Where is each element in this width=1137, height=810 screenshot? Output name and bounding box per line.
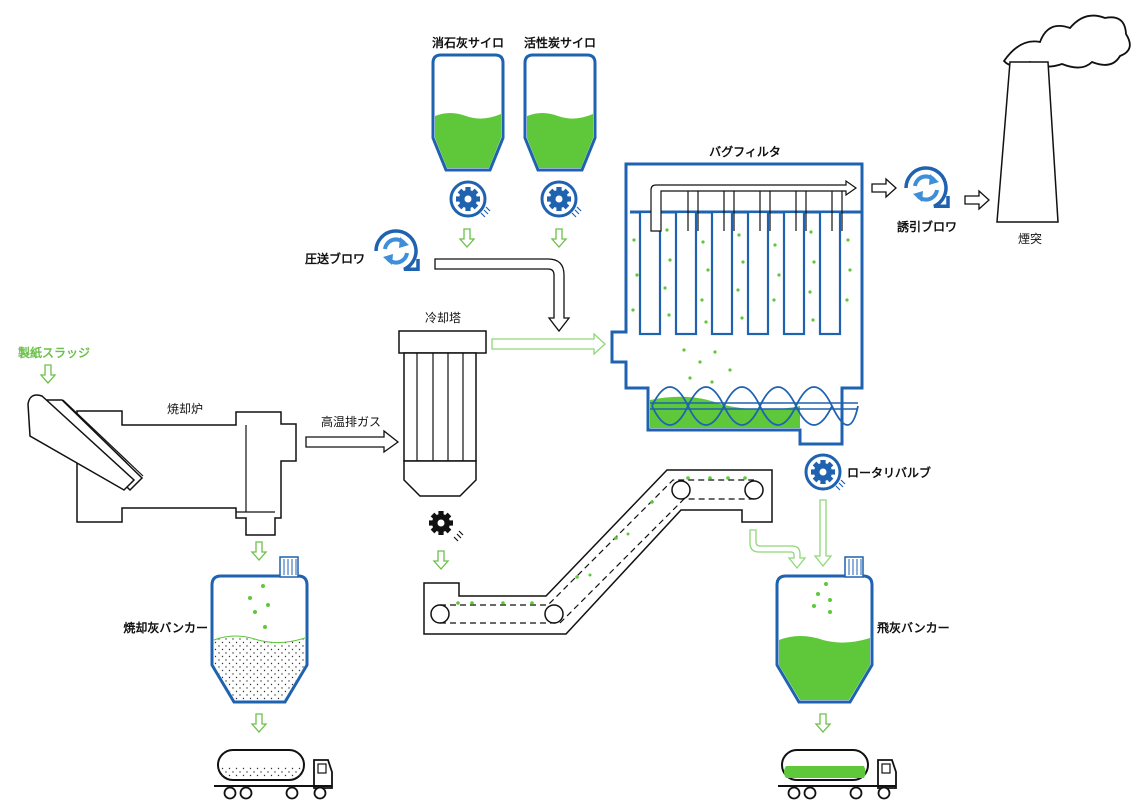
lime-silo-label: 消石灰サイロ <box>432 35 504 50</box>
fly-ash-bunker-outlet-arrow <box>815 713 831 733</box>
ash-bunker-label: 焼却灰バンカー <box>123 620 208 635</box>
bag-filter <box>610 162 864 446</box>
carbon-feed-arrow <box>551 228 567 248</box>
fly-ash-bunker-label: 飛灰バンカー <box>876 620 950 635</box>
cooling-tower <box>398 330 487 497</box>
rotary-valve-outlet-arrow <box>813 499 833 568</box>
cooling-tower-label: 冷却塔 <box>425 311 461 325</box>
chimney <box>996 14 1131 223</box>
pressure-blower-label: 圧送ブロワ <box>305 251 365 266</box>
incinerator-label: 焼却炉 <box>167 402 203 416</box>
rotary-valve-label: ロータリバルブ <box>847 465 931 480</box>
rotary-valve-gear-icon <box>804 453 847 492</box>
conveyor-to-bunker-arrow <box>749 529 807 570</box>
fly-ash-bunker <box>775 556 874 704</box>
sludge-label: 製紙スラッジ <box>17 345 90 360</box>
incinerator <box>27 394 297 536</box>
filter-outlet-arrow <box>871 177 897 199</box>
carbon-feeder-gear-icon <box>540 180 583 219</box>
hot-gas-arrow <box>305 429 400 454</box>
carbon-silo <box>523 53 597 172</box>
chimney-inlet-arrow <box>964 189 990 211</box>
pressure-duct-arrow <box>434 258 571 333</box>
ash-bunker-outlet-arrow <box>251 713 267 733</box>
tower-to-filter-arrow <box>491 332 606 356</box>
bag-filter-label: バグフィルタ <box>709 144 781 159</box>
inclined-conveyor <box>423 469 773 635</box>
incinerator-ash-arrow <box>251 541 267 561</box>
tower-discharge-arrow <box>433 550 449 570</box>
hot-gas-label: 高温排ガス <box>321 414 381 429</box>
induced-blower-label: 誘引ブロワ <box>897 219 957 234</box>
lime-feed-arrow <box>459 228 475 248</box>
lime-silo <box>431 53 505 172</box>
tower-discharge-gear-icon <box>423 505 464 542</box>
carbon-silo-label: 活性炭サイロ <box>524 35 596 50</box>
ash-bunker <box>210 556 309 704</box>
induced-blower-icon <box>904 165 950 209</box>
smoke-cloud-icon <box>1002 14 1131 69</box>
pressure-blower-icon <box>373 228 420 272</box>
sludge-feed-arrow <box>40 364 56 384</box>
lime-feeder-gear-icon <box>449 180 492 219</box>
chimney-label: 煙突 <box>1018 231 1042 246</box>
